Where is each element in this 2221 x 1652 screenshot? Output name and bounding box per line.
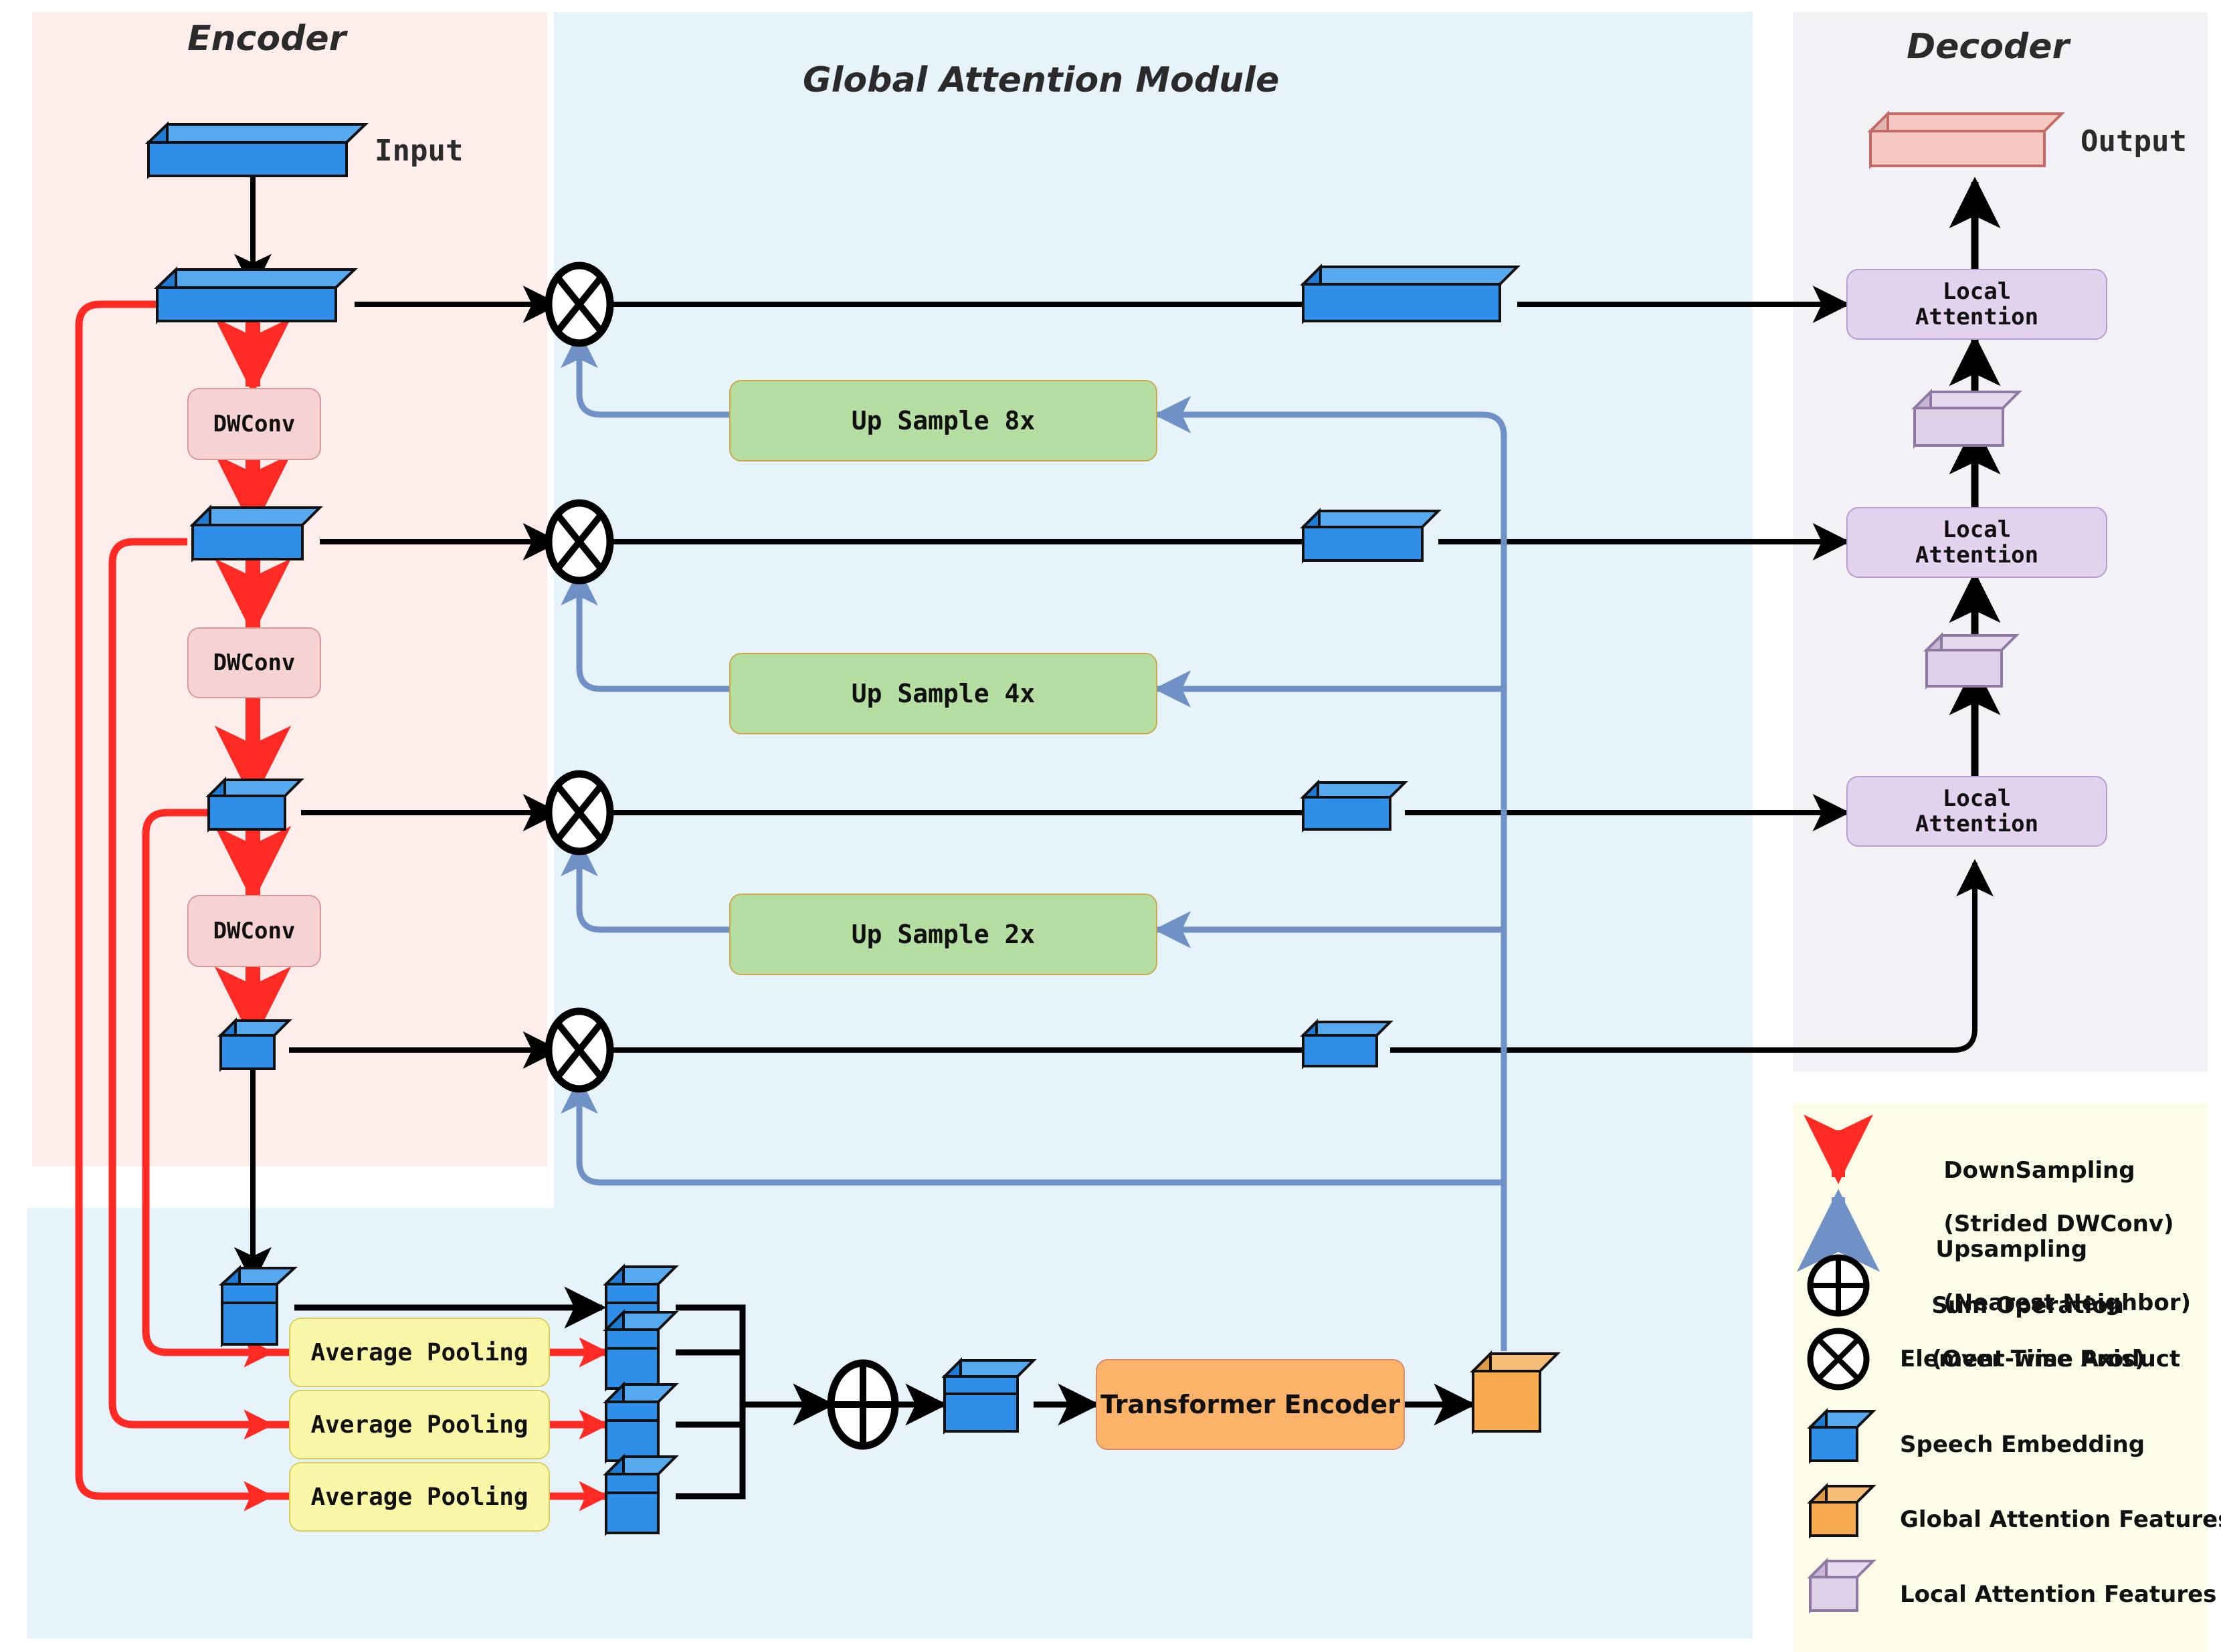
skip-connection-1	[75, 300, 274, 1512]
pooled-embedding-box-4	[603, 1453, 679, 1536]
legend-line2: (Nearest Neighbor)	[1935, 1289, 2192, 1317]
legend-local-attention-label: Local Attention Features	[1900, 1581, 2217, 1608]
output-label: Output	[2081, 124, 2187, 159]
encoder-title: Encoder	[187, 19, 347, 59]
legend-line2: (Over Time Axis)	[1931, 1346, 2145, 1373]
legend-speech-embedding-cube-icon	[1807, 1408, 1876, 1464]
legend-sum-operation-label: Sum Operation (Over Time Axis)	[1900, 1265, 2145, 1400]
local-attention-feature-box-1	[1911, 389, 2022, 449]
legend-speech-embedding-label: Speech Embedding	[1900, 1431, 2145, 1458]
local-attention-label-line2: Attention	[1915, 304, 2039, 330]
encoder-level3-box	[205, 777, 304, 833]
output-box	[1867, 110, 2065, 169]
element-wise-product-icon-4	[545, 1007, 614, 1093]
legend-downsampling-label: DownSampling (Strided DWConv)	[1912, 1130, 2174, 1265]
encoder-level4-box	[217, 1017, 292, 1072]
average-pooling-box-3[interactable]: Average Pooling	[289, 1462, 550, 1532]
input-label: Input	[375, 134, 464, 168]
input-speech-embedding-box	[145, 121, 369, 179]
decoder-title: Decoder	[1907, 27, 2070, 67]
sum-operation-icon	[827, 1359, 899, 1450]
legend-sum-operation-icon	[1807, 1254, 1870, 1317]
element-wise-product-icon-3	[545, 770, 614, 855]
dwconv-box-2[interactable]: DWConv	[187, 627, 321, 698]
gam-result1-box	[1300, 264, 1521, 324]
legend-element-wise-product-icon	[1807, 1328, 1870, 1390]
local-attention-box-2[interactable]: Local Attention	[1846, 507, 2107, 578]
average-pooling-box-2[interactable]: Average Pooling	[289, 1390, 550, 1459]
upsample4x-to-product2	[561, 568, 729, 692]
upsample-box-2x[interactable]: Up Sample 2x	[729, 894, 1157, 975]
gam-panel	[554, 12, 1753, 1220]
element-wise-product-icon-2	[545, 499, 614, 585]
local-attention-label-line1: Local	[1942, 516, 2012, 543]
local-attention-label-line2: Attention	[1915, 811, 2039, 837]
summed-embedding-box	[941, 1357, 1037, 1435]
local-attention-box-3[interactable]: Local Attention	[1846, 776, 2107, 847]
upsample2x-to-product3	[561, 839, 729, 933]
gam-result4-box	[1300, 1019, 1393, 1069]
local-attention-feature-box-2	[1923, 632, 2020, 690]
bottom-speech-embedding-box	[218, 1265, 298, 1348]
upsample-box-8x[interactable]: Up Sample 8x	[729, 380, 1157, 461]
legend-local-attention-cube-icon	[1807, 1558, 1876, 1614]
average-pooling-box-1[interactable]: Average Pooling	[289, 1318, 550, 1387]
skip-connection-3	[142, 809, 274, 1368]
legend-line1: Upsampling	[1935, 1236, 2088, 1263]
gam-result2-box	[1300, 508, 1442, 564]
legend-upsampling-label: Upsampling (Nearest Neighbor)	[1904, 1209, 2191, 1344]
legend-element-wise-product-label: Element-wise Product	[1900, 1346, 2181, 1372]
global-feature-trunk-to-upsample8x	[1153, 396, 1507, 1351]
transformer-encoder-box[interactable]: Transformer Encoder	[1096, 1359, 1405, 1450]
encoder-level1-box	[154, 266, 358, 324]
local-attention-box-1[interactable]: Local Attention	[1846, 269, 2107, 340]
local-attention-label-line2: Attention	[1915, 542, 2039, 569]
global-feature-to-product4	[561, 1076, 1504, 1186]
dwconv-box-3[interactable]: DWConv	[187, 895, 321, 967]
result4-to-decoder-arrow	[1390, 859, 1994, 1053]
legend-line1: Sum Operation	[1931, 1292, 2124, 1320]
gam-title: Global Attention Module	[803, 60, 1280, 100]
element-wise-product-icon-1	[545, 262, 614, 347]
upsample8x-to-product1	[561, 330, 729, 418]
legend-line1: DownSampling	[1943, 1157, 2135, 1184]
legend-global-attention-cube-icon	[1807, 1483, 1876, 1539]
legend-global-attention-label: Global Attention Features	[1900, 1506, 2221, 1533]
global-attention-feature-box	[1470, 1350, 1561, 1435]
gam-result3-box	[1300, 779, 1408, 833]
upsample-box-4x[interactable]: Up Sample 4x	[729, 653, 1157, 734]
legend-line2: (Strided DWConv)	[1943, 1211, 2174, 1238]
encoder-level2-box	[189, 504, 323, 562]
local-attention-label-line1: Local	[1942, 785, 2012, 812]
local-attention-label-line1: Local	[1942, 278, 2012, 305]
skip-connection-2	[108, 538, 274, 1440]
dwconv-box-1[interactable]: DWConv	[187, 388, 321, 460]
